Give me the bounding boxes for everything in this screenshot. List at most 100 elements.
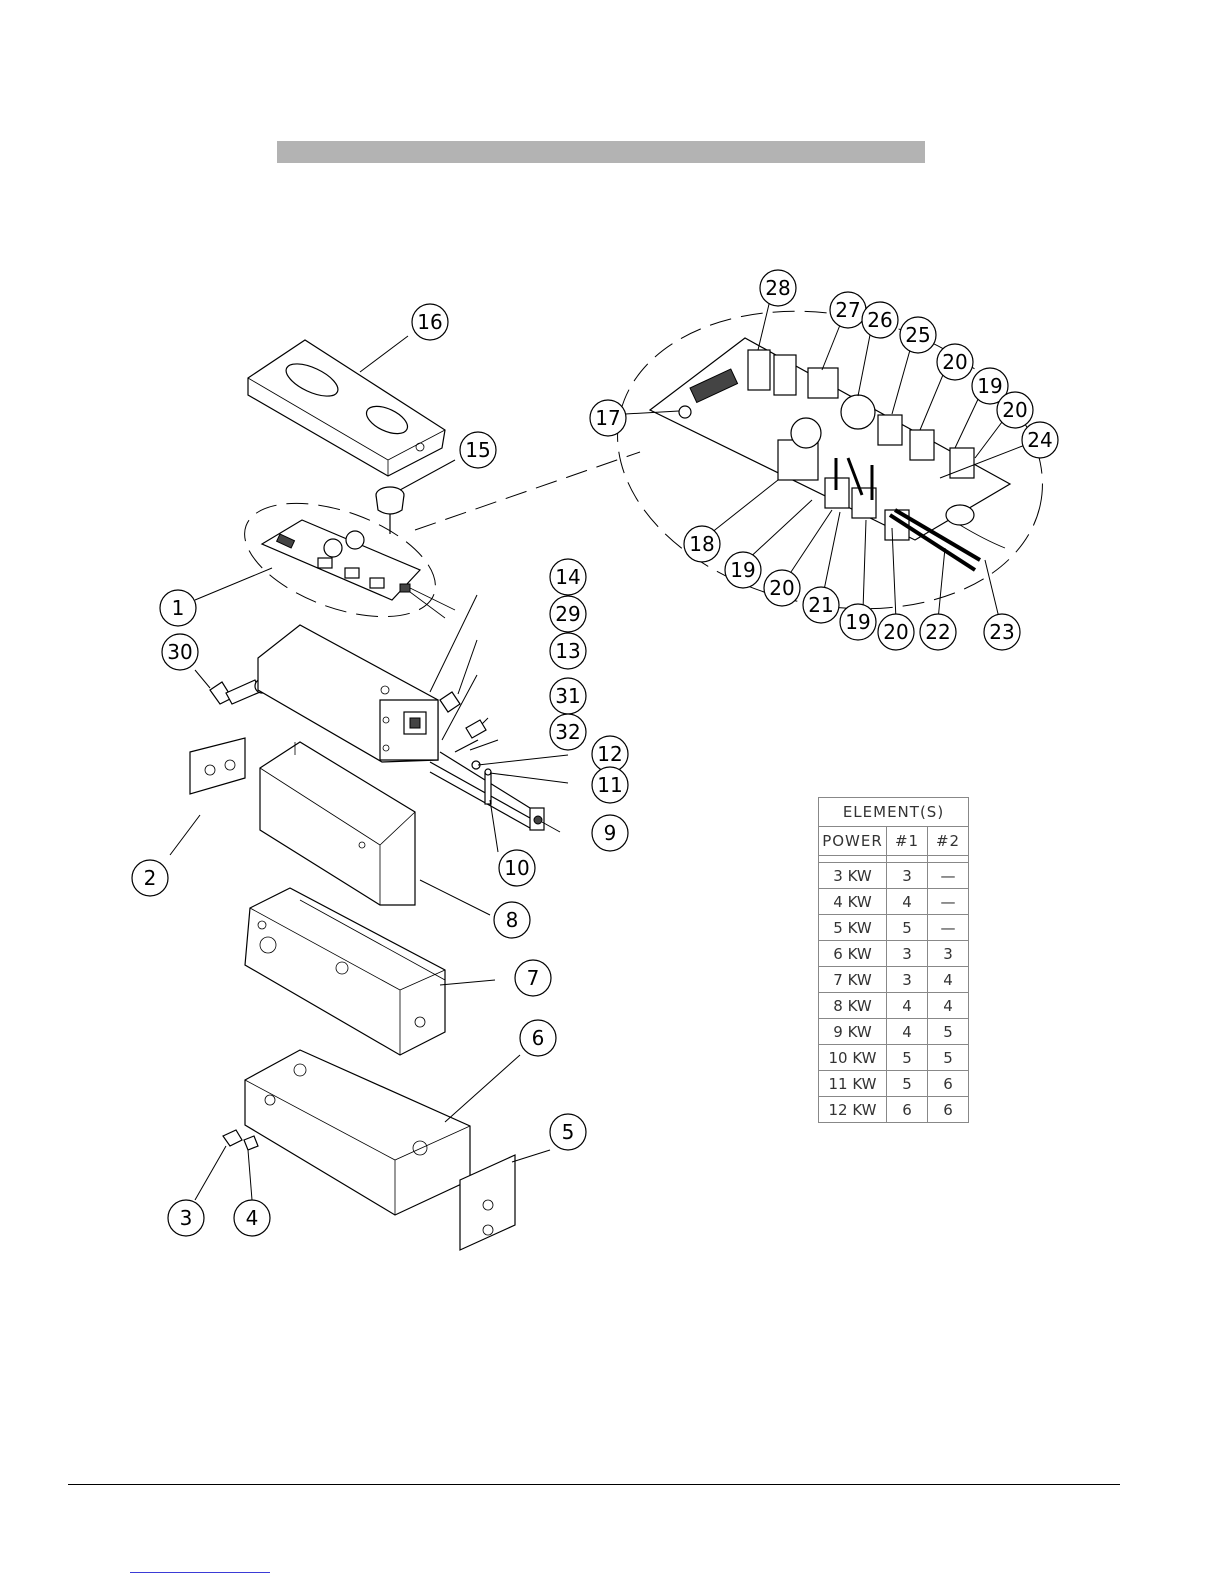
svg-text:3: 3 [180,1206,193,1230]
header-element-2: #2 [928,827,969,856]
cover-part [248,340,445,476]
table-row: 10 KW55 [819,1045,969,1071]
callout-14: 14 [550,559,586,595]
callout-20d: 20 [878,614,914,650]
callout-26: 26 [862,302,898,338]
svg-text:19: 19 [730,558,755,582]
callout-2: 2 [132,860,168,896]
svg-text:19: 19 [977,374,1002,398]
callout-27: 27 [830,292,866,328]
svg-text:32: 32 [555,720,580,744]
svg-text:23: 23 [989,620,1014,644]
cell-power: 7 KW [819,967,887,993]
table-title: ELEMENT(S) [819,798,969,827]
cell-element-2: 5 [928,1045,969,1071]
callout-3: 3 [168,1200,204,1236]
callout-29: 29 [550,596,586,632]
callout-13: 13 [550,633,586,669]
cell-power: 3 KW [819,863,887,889]
svg-text:11: 11 [597,773,622,797]
callout-5: 5 [550,1114,586,1150]
svg-text:26: 26 [867,308,892,332]
callout-7: 7 [515,960,551,996]
enclosure-base-part [245,888,445,1055]
cell-element-2: 5 [928,1019,969,1045]
callout-9: 9 [592,815,628,851]
cell-element-1: 5 [887,915,928,941]
svg-text:8: 8 [506,908,519,932]
cell-power: 11 KW [819,1071,887,1097]
cell-element-1: 4 [887,889,928,915]
callout-4: 4 [234,1200,270,1236]
callout-8: 8 [494,902,530,938]
cell-element-1: 5 [887,1071,928,1097]
knob-part [376,487,404,534]
header-power: POWER [819,827,887,856]
svg-text:18: 18 [689,532,714,556]
callout-22: 22 [920,614,956,650]
svg-text:4: 4 [246,1206,259,1230]
callout-10: 10 [499,850,535,886]
table-header-row: POWER #1 #2 [819,827,969,856]
svg-text:17: 17 [595,406,620,430]
svg-text:14: 14 [555,565,580,589]
callout-16: 16 [412,304,448,340]
cell-element-2: 4 [928,967,969,993]
callout-11: 11 [592,767,628,803]
callout-19b: 19 [725,552,761,588]
svg-text:5: 5 [562,1120,575,1144]
svg-text:31: 31 [555,684,580,708]
cell-element-1: 3 [887,941,928,967]
callout-28: 28 [760,270,796,306]
cell-power: 9 KW [819,1019,887,1045]
cell-element-2: — [928,889,969,915]
svg-text:21: 21 [808,593,833,617]
cell-element-2: — [928,915,969,941]
table-row: 11 KW56 [819,1071,969,1097]
cell-element-2: 3 [928,941,969,967]
callout-15: 15 [460,432,496,468]
cell-power: 5 KW [819,915,887,941]
cell-element-1: 4 [887,993,928,1019]
callout-30: 30 [162,634,198,670]
callout-17: 17 [590,400,626,436]
svg-text:7: 7 [527,966,540,990]
callout-23: 23 [984,614,1020,650]
footer-link-underline[interactable] [130,1572,270,1573]
svg-text:28: 28 [765,276,790,300]
cell-power: 4 KW [819,889,887,915]
callout-20b: 20 [997,392,1033,428]
svg-text:15: 15 [465,438,490,462]
svg-text:24: 24 [1027,428,1052,452]
svg-text:27: 27 [835,298,860,322]
small-clips-part [223,1130,258,1150]
svg-text:20: 20 [883,620,908,644]
callout-25: 25 [900,317,936,353]
insulation-plate-part [190,738,245,794]
cell-element-1: 5 [887,1045,928,1071]
callout-20c: 20 [764,570,800,606]
callout-6: 6 [520,1020,556,1056]
cell-power: 10 KW [819,1045,887,1071]
svg-text:30: 30 [167,640,192,664]
cell-element-1: 6 [887,1097,928,1123]
svg-text:12: 12 [597,742,622,766]
callout-24: 24 [1022,422,1058,458]
svg-text:20: 20 [769,576,794,600]
cell-element-2: 6 [928,1071,969,1097]
front-panel-part [245,1050,470,1215]
svg-text:19: 19 [845,610,870,634]
tank-body-part [258,625,438,762]
svg-text:13: 13 [555,639,580,663]
svg-text:6: 6 [532,1026,545,1050]
callout-21: 21 [803,587,839,623]
cell-element-1: 3 [887,863,928,889]
svg-text:25: 25 [905,323,930,347]
header-element-1: #1 [887,827,928,856]
svg-text:1: 1 [172,596,185,620]
cell-power: 8 KW [819,993,887,1019]
